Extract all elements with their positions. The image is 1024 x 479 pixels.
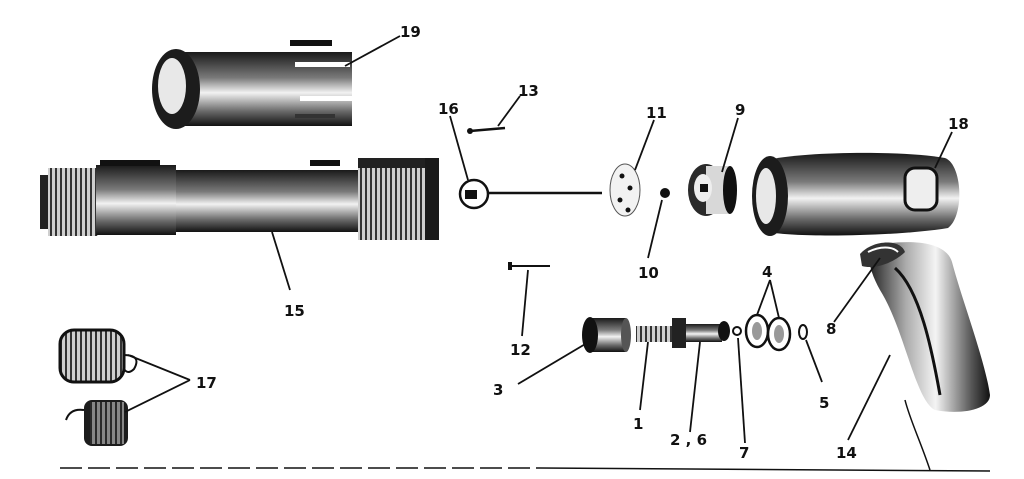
- callout-19: 19: [400, 23, 421, 41]
- callout-14: 14: [836, 444, 857, 462]
- part-17-filters: [58, 328, 138, 446]
- callout-1: 1: [633, 415, 643, 433]
- callout-8: 8: [826, 320, 836, 338]
- part-11-valve-disc: [609, 163, 641, 217]
- part-8-trigger: [860, 242, 905, 268]
- callout-12: 12: [510, 341, 531, 359]
- part-13-small-pin: [467, 126, 506, 134]
- callout-labels: 19 13 16 11 9 18 10 15 12 3 1 2 , 6 7 4 …: [196, 23, 969, 462]
- callout-13: 13: [518, 82, 539, 100]
- part-16-pin: [458, 178, 602, 210]
- callout-15: 15: [284, 302, 305, 320]
- part-5-o-ring: [798, 324, 808, 340]
- part-10-ball: [660, 188, 670, 198]
- leader-lines: [124, 35, 953, 444]
- callout-4: 4: [762, 263, 772, 281]
- part-15-barrel: [40, 158, 439, 240]
- part-19-sleeve: [152, 40, 352, 129]
- part-12-pin: [508, 262, 550, 270]
- callout-11: 11: [646, 104, 667, 122]
- callout-10: 10: [638, 264, 659, 282]
- part-18-housing: [752, 152, 960, 236]
- part-14-grip: [869, 242, 990, 471]
- part-3-cap: [582, 317, 631, 353]
- part-1-2-6-7-stem: [636, 318, 742, 348]
- callout-9: 9: [735, 101, 745, 119]
- callout-16: 16: [438, 100, 459, 118]
- callout-17: 17: [196, 374, 217, 392]
- callout-5: 5: [819, 394, 829, 412]
- callout-18: 18: [948, 115, 969, 133]
- part-4-washers: [744, 313, 792, 352]
- part-9-valve-body: [688, 164, 737, 216]
- callout-7: 7: [739, 444, 749, 462]
- callout-3: 3: [493, 381, 503, 399]
- callout-2-6: 2 , 6: [670, 431, 707, 449]
- baseline-rule: [60, 467, 991, 472]
